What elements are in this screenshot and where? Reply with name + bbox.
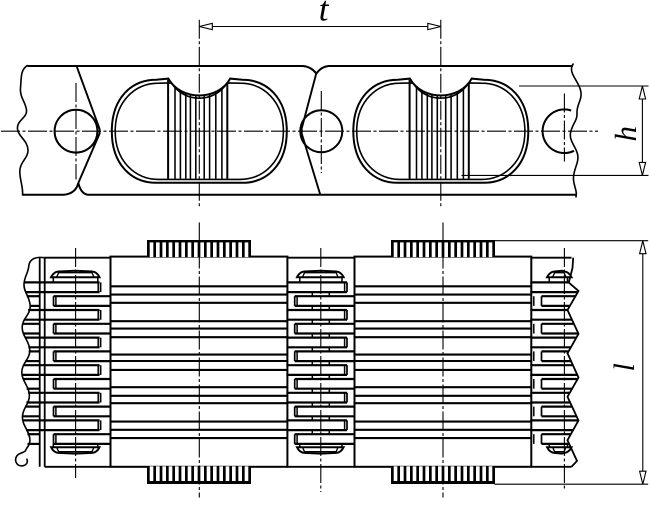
svg-text:h: h bbox=[608, 126, 643, 142]
svg-text:l: l bbox=[608, 363, 641, 371]
svg-text:t: t bbox=[319, 0, 330, 29]
